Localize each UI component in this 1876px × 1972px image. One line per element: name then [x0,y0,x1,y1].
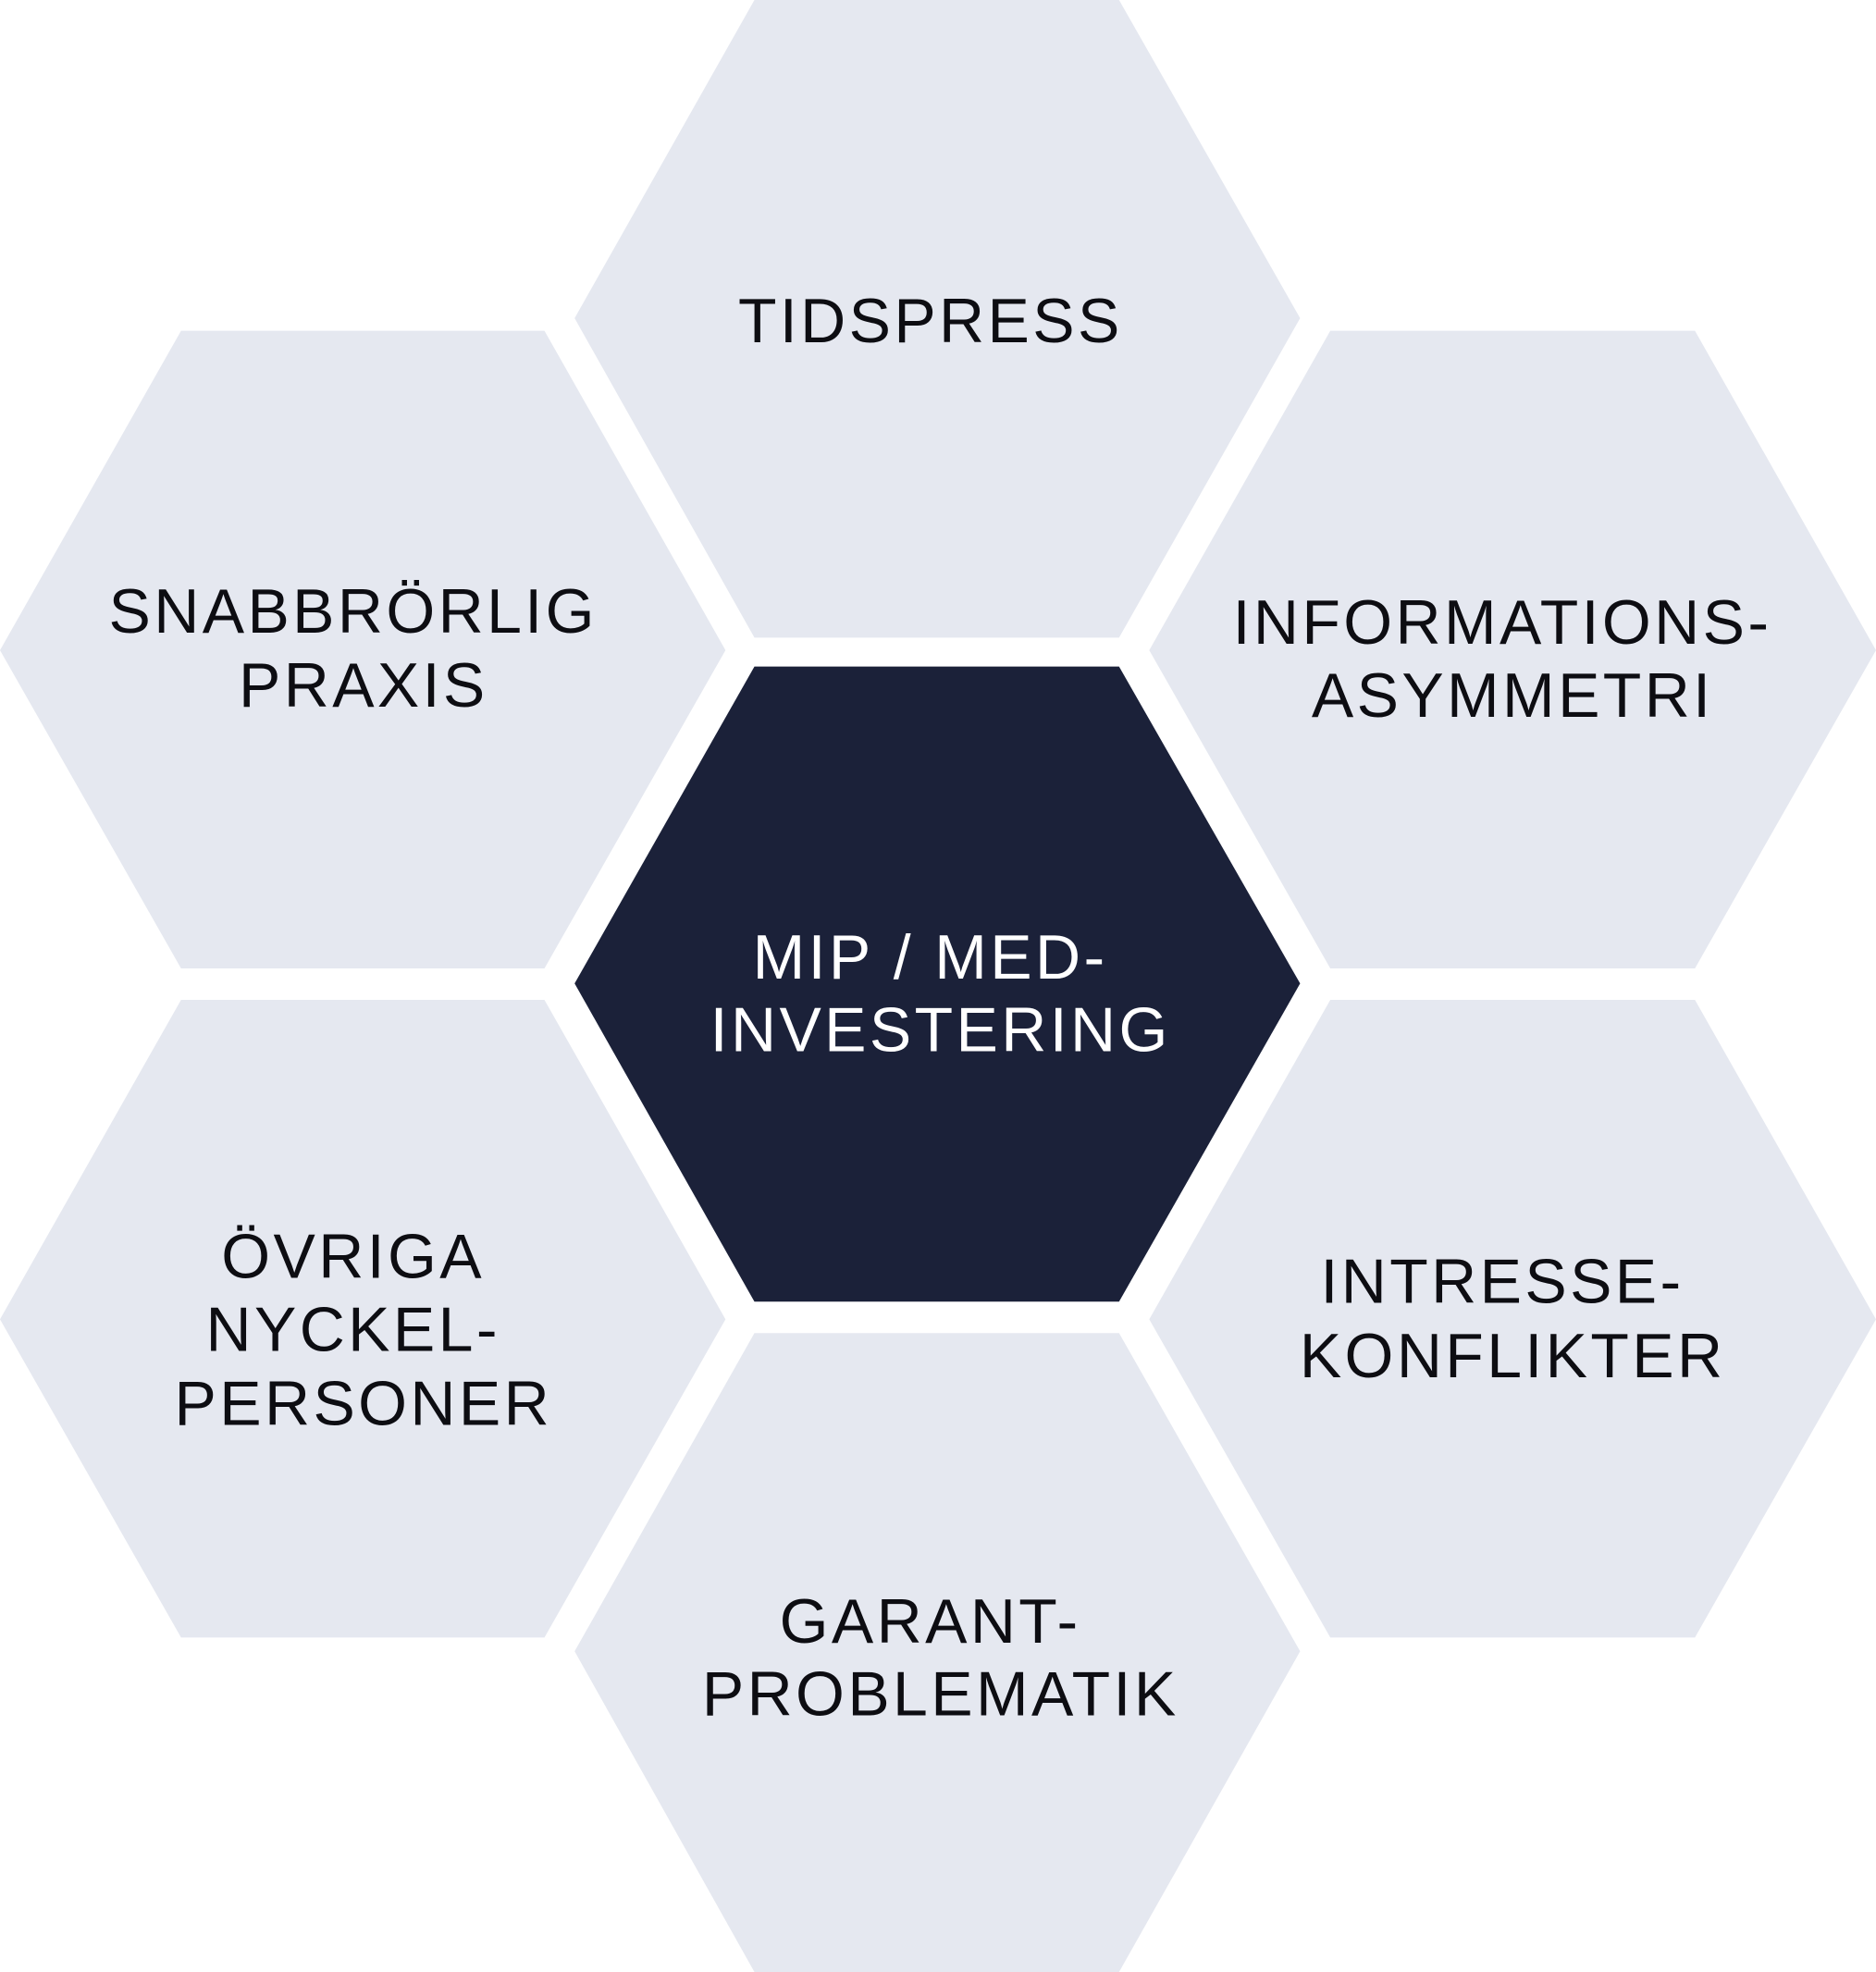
hex-upper-left: SNABBRÖRLIG PRAXIS [0,330,726,968]
hex-label: GARANT- PROBLEMATIK [702,1586,1179,1730]
hex-top: TIDSPRESS [574,0,1301,638]
center-label: MIP / MED- INVESTERING [710,922,1171,1066]
hex-label: ÖVRIGA NYCKEL- PERSONER [175,1221,553,1438]
hexagon-shape [574,666,1301,1302]
hex-label: TIDSPRESS [738,286,1123,356]
hex-label: INFORMATIONS- ASYMMETRI [1233,587,1793,731]
hexagon-shape [1149,999,1876,1638]
hexagon-shape [0,999,726,1638]
hexagon-shape [574,0,1301,638]
hex-lower-left: ÖVRIGA NYCKEL- PERSONER [0,999,726,1638]
hexagon-shape [1149,330,1876,968]
hex-upper-right: INFORMATIONS- ASYMMETRI [1149,330,1876,968]
hexagon-shape [574,1333,1301,1972]
hex-label: INTRESSE- KONFLIKTER [1300,1247,1726,1391]
hexagon-shape [0,330,726,968]
hex-bottom: GARANT- PROBLEMATIK [574,1333,1301,1972]
hex-label: SNABBRÖRLIG PRAXIS [109,576,619,721]
hex-lower-right: INTRESSE- KONFLIKTER [1149,999,1876,1638]
hex-center: MIP / MED- INVESTERING [574,666,1301,1302]
